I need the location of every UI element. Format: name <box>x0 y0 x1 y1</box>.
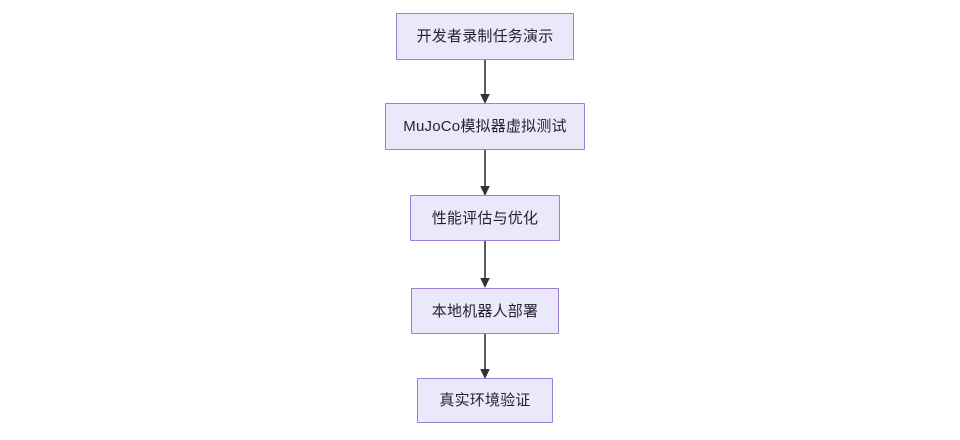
arrowhead-icon <box>480 186 490 196</box>
flowchart-node-real-world-validation[interactable]: 真实环境验证 <box>417 378 553 423</box>
node-label: 开发者录制任务演示 <box>416 28 554 45</box>
arrowhead-icon <box>480 94 490 104</box>
flowchart-node-mujoco-simulation[interactable]: MuJoCo模拟器虚拟测试 <box>385 103 585 150</box>
edge-n3-to-n4 <box>480 241 490 288</box>
node-label: MuJoCo模拟器虚拟测试 <box>403 118 567 135</box>
node-label: 真实环境验证 <box>439 392 531 409</box>
flowchart-node-record-demo[interactable]: 开发者录制任务演示 <box>396 13 574 60</box>
flowchart-node-local-robot-deployment[interactable]: 本地机器人部署 <box>411 288 559 334</box>
node-label: 本地机器人部署 <box>431 302 539 320</box>
arrowhead-icon <box>480 369 490 379</box>
edge-n1-to-n2 <box>480 60 490 104</box>
edge-n2-to-n3 <box>480 150 490 196</box>
edge-n4-to-n5 <box>480 334 490 379</box>
flowchart-node-performance-evaluation[interactable]: 性能评估与优化 <box>410 195 560 241</box>
arrowhead-icon <box>480 278 490 288</box>
node-label: 性能评估与优化 <box>431 209 539 227</box>
